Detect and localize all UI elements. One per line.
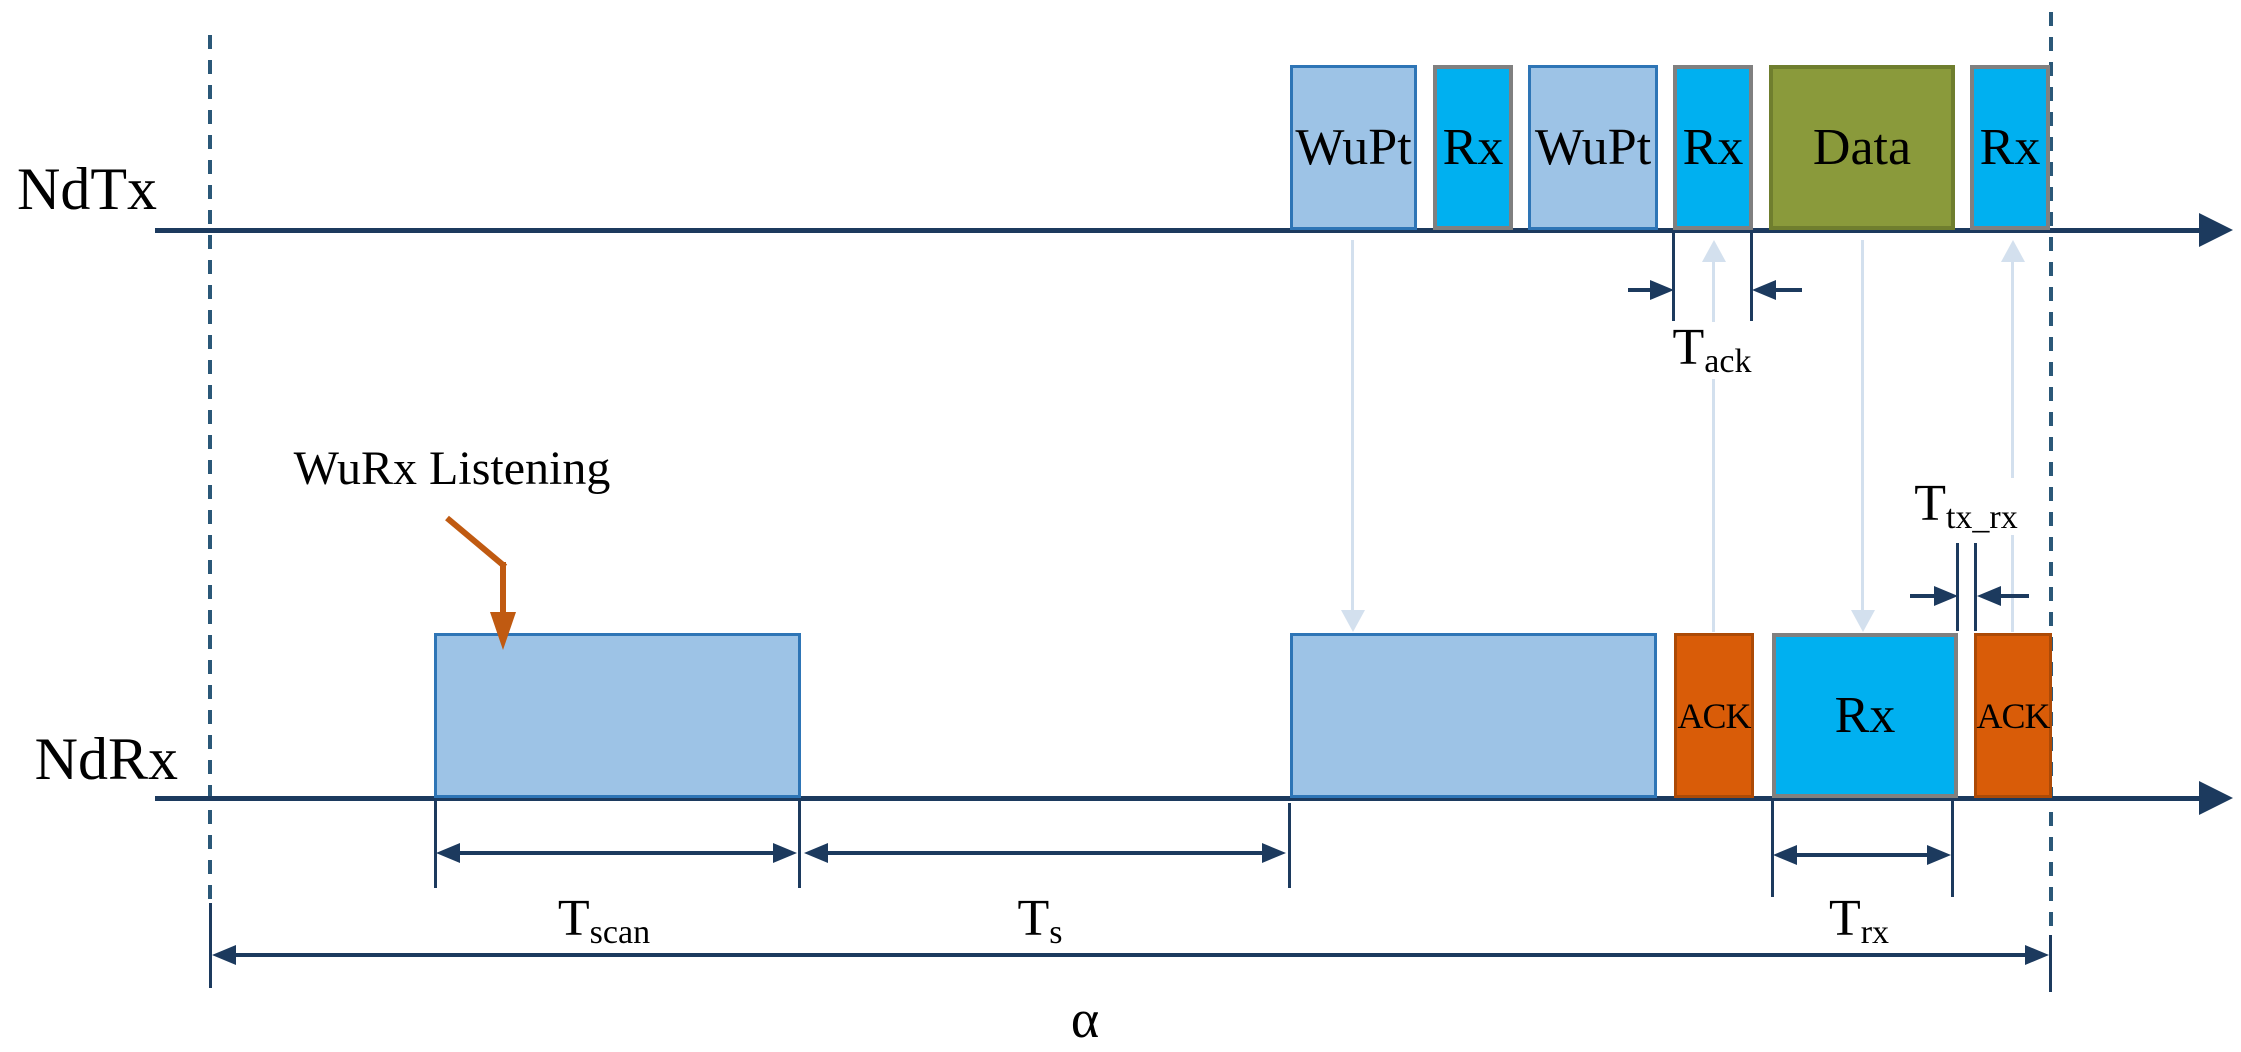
- alpha-extension-right: [2049, 935, 2052, 992]
- rx-ack-block-2: ACK: [1974, 633, 2052, 798]
- t-rx-extension-right: [1951, 800, 1954, 897]
- alpha-label: α: [1070, 989, 1100, 1049]
- rx-wurx-scan-block-1: [434, 633, 801, 798]
- ack2-to-rx-arrowhead-icon: [2001, 240, 2025, 262]
- ndtx-timeline: [155, 228, 2201, 233]
- t-s-arrow-shaft: [818, 851, 1274, 855]
- rx-ack-label-2: ACK: [1976, 695, 2051, 736]
- t-s-label: Ts: [940, 893, 1140, 950]
- alpha-arrowhead-right-icon: [2025, 945, 2049, 965]
- alpha-arrowhead-left-icon: [212, 945, 236, 965]
- t-tx-rx-arrow-shaft-right: [2001, 594, 2029, 598]
- t-tx-rx-extension-right: [1974, 543, 1977, 631]
- t-scan-extension-left: [434, 800, 437, 888]
- ndtx-row-label: NdTx: [17, 156, 157, 222]
- t-tx-rx-arrowhead-left-icon: [1934, 586, 1958, 606]
- ack-to-rx-arrowhead-icon: [1702, 240, 1726, 262]
- rx-rx-block: Rx: [1772, 633, 1958, 798]
- wurx-listening-note: WuRx Listening: [293, 442, 611, 495]
- t-s-arrowhead-right-icon: [1262, 843, 1286, 863]
- t-rx-extension-left: [1771, 800, 1774, 897]
- tx-rx-label-3: Rx: [1979, 118, 2041, 176]
- tx-wupt-label-2: WuPt: [1534, 118, 1652, 176]
- rx-ack-block-1: ACK: [1674, 633, 1754, 798]
- tx-data-block: Data: [1769, 65, 1955, 230]
- tx-rx-block-1: Rx: [1433, 65, 1513, 230]
- ndrx-row-label: NdRx: [34, 726, 178, 792]
- t-tx-rx-arrowhead-right-icon: [1977, 586, 2001, 606]
- tx-rx-block-2: Rx: [1673, 65, 1753, 230]
- left-boundary-dashed-line: [208, 35, 212, 905]
- t-ack-arrowhead-left-icon: [1650, 280, 1674, 300]
- tx-wupt-label-1: WuPt: [1295, 118, 1412, 176]
- wurx-note-arrowhead-icon: [490, 612, 516, 650]
- wurx-note-arrow-diagonal: [445, 515, 508, 570]
- t-s-arrowhead-left-icon: [804, 843, 828, 863]
- t-s-extension-right: [1288, 803, 1291, 888]
- t-scan-arrowhead-right-icon: [773, 843, 797, 863]
- tx-wupt-block-1: WuPt: [1290, 65, 1417, 230]
- t-tx-rx-arrow-shaft-left: [1910, 594, 1938, 598]
- t-ack-arrow-shaft-right: [1774, 288, 1802, 292]
- t-ack-extension-right: [1750, 231, 1753, 321]
- t-scan-arrow-shaft: [450, 851, 785, 855]
- alpha-extension-left: [209, 903, 212, 988]
- t-ack-label: Tack: [1612, 322, 1812, 379]
- rx-wurx-scan-block-2: [1290, 633, 1657, 798]
- tx-data-label: Data: [1812, 118, 1912, 176]
- rx-rx-label: Rx: [1834, 686, 1896, 744]
- tx-rx-label-1: Rx: [1442, 118, 1504, 176]
- tx-rx-label-2: Rx: [1682, 118, 1744, 176]
- t-rx-arrowhead-right-icon: [1927, 845, 1951, 865]
- t-scan-extension-right: [798, 800, 801, 888]
- t-ack-extension-left: [1672, 231, 1675, 321]
- ndtx-timeline-arrowhead: [2199, 213, 2233, 247]
- ndrx-timeline-arrowhead: [2199, 781, 2233, 815]
- alpha-arrow-shaft: [228, 953, 2033, 957]
- data-to-rx-arrow-line: [1861, 240, 1864, 614]
- wurx-note-arrow-shaft: [500, 562, 506, 614]
- data-to-rx-arrowhead-icon: [1851, 610, 1875, 632]
- tx-rx-block-3: Rx: [1970, 65, 2050, 230]
- t-tx-rx-label: Ttx_rx: [1866, 478, 2066, 535]
- rx-ack-label-1: ACK: [1677, 695, 1751, 736]
- right-boundary-dashed-line: [2049, 12, 2053, 937]
- t-rx-label: Trx: [1759, 893, 1959, 950]
- t-scan-label: Tscan: [504, 893, 704, 950]
- t-scan-arrowhead-left-icon: [436, 843, 460, 863]
- ndrx-timeline: [155, 796, 2201, 801]
- wupt-to-scan-arrow-line: [1351, 240, 1354, 614]
- tx-wupt-block-2: WuPt: [1528, 65, 1658, 230]
- t-rx-arrowhead-left-icon: [1773, 845, 1797, 865]
- wupt-to-scan-arrowhead-icon: [1341, 610, 1365, 632]
- t-rx-arrow-shaft: [1787, 853, 1939, 857]
- ack-to-rx-arrow-line: [1712, 260, 1715, 632]
- ack2-to-rx-arrow-line: [2011, 260, 2014, 632]
- t-ack-arrow-shaft-left: [1628, 288, 1656, 292]
- t-ack-arrowhead-right-icon: [1752, 280, 1776, 300]
